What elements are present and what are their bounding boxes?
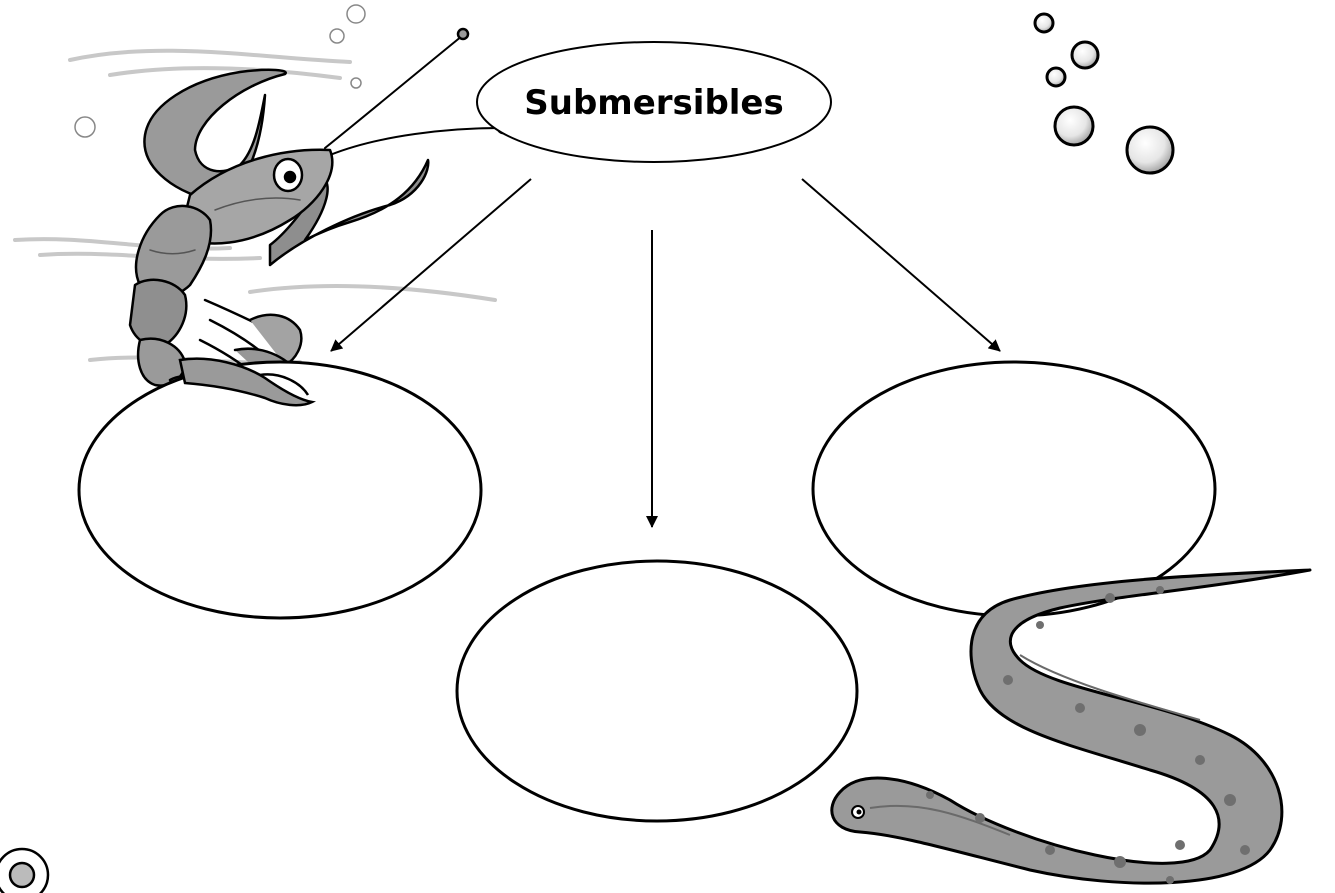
title-node: Submersibles <box>477 42 831 162</box>
diagram-title: Submersibles <box>524 83 783 123</box>
corner-logo-icon <box>0 849 48 893</box>
eel-illustration <box>832 570 1310 884</box>
arrow-to-right-bubble <box>802 179 1000 351</box>
small-bubbles <box>75 5 365 137</box>
crayfish-illustration <box>130 29 508 406</box>
center-blank-bubble[interactable] <box>457 561 857 821</box>
air-bubbles-illustration <box>1035 14 1173 173</box>
arrow-to-left-bubble <box>331 179 531 351</box>
